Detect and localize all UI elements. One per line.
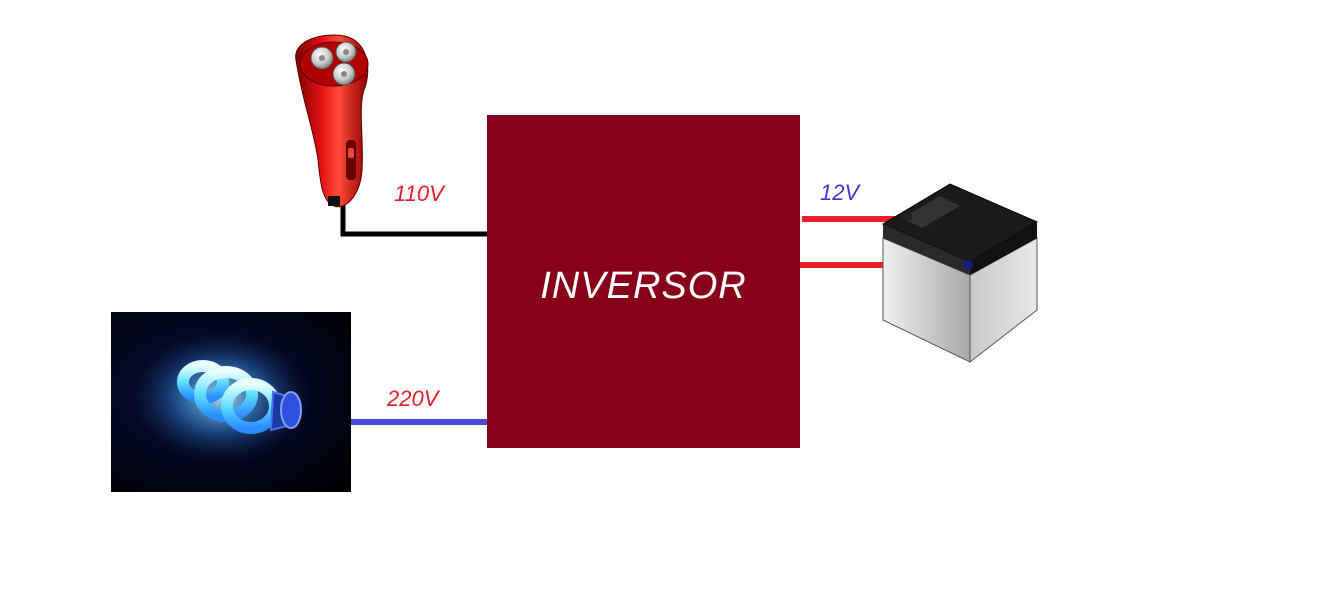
inverter-box: INVERSOR <box>487 115 800 448</box>
cfl-lamp-icon <box>126 327 316 467</box>
electric-shaver-icon <box>295 34 369 208</box>
cfl-lamp-photo <box>111 312 351 492</box>
inverter-label: INVERSOR <box>540 265 747 307</box>
voltage-label-12v: 12V <box>820 180 860 205</box>
voltage-label-110v: 110V <box>394 181 444 206</box>
voltage-label-220v: 220V <box>387 386 439 411</box>
battery-icon <box>881 183 1039 364</box>
wire-110v <box>340 205 492 237</box>
